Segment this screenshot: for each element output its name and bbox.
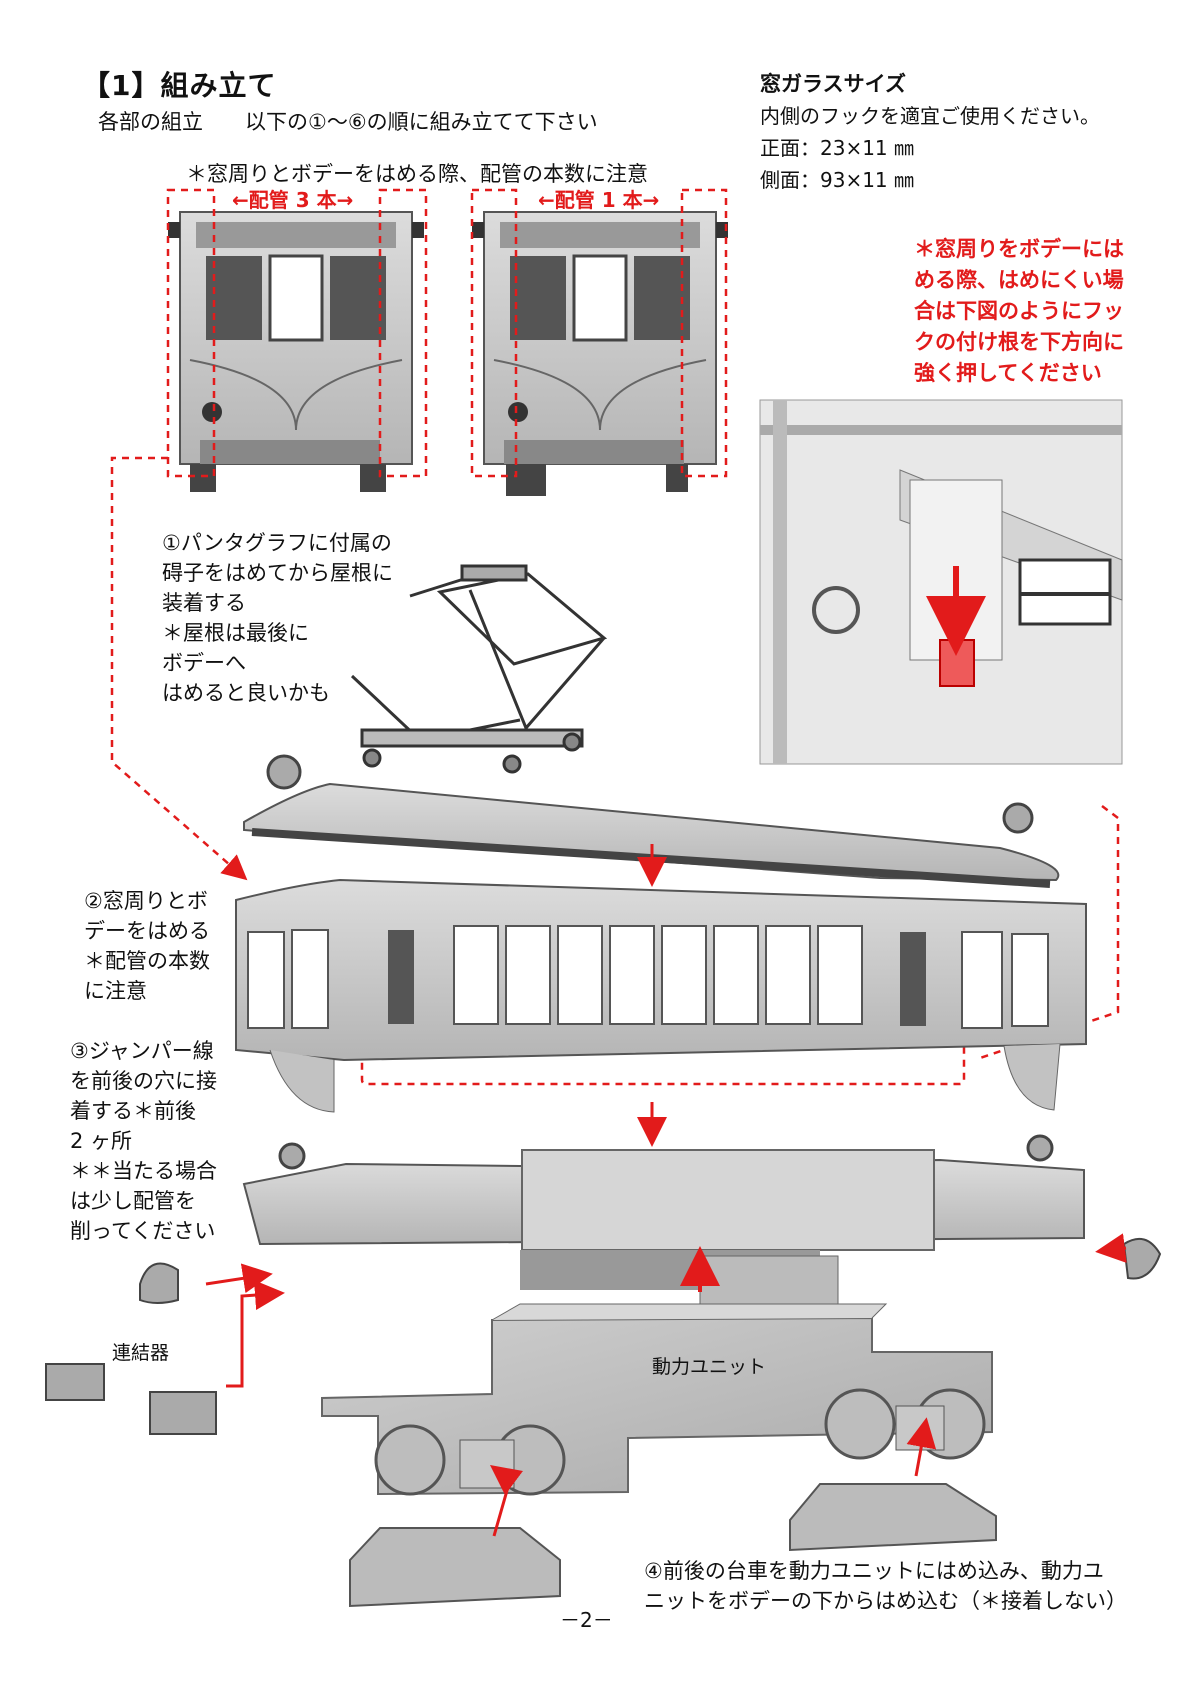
pipe-label-left: ←配管 3 本→ [232,188,354,212]
step-2-text: ②窓周りとボ デーをはめる ＊配管の本数 に注意 [84,886,210,1006]
page-number: －2－ [560,1608,613,1632]
bogie-arrows [490,1417,937,1537]
step-2-line: に注意 [84,979,147,1003]
step-3-line: は少し配管を [70,1189,196,1213]
hook-note-line: クの付け根を下方向に [914,330,1124,354]
step-1-text: ①パンタグラフに付属の 碍子をはめてから屋根に 装着する ＊屋根は最後に ボデー… [162,528,393,708]
step-3-text: ③ジャンパー線 を前後の穴に接 着する＊前後 2 ヶ所 ＊＊当たる場合 は少し配… [70,1036,217,1246]
front-end-view-left [168,211,424,492]
hook-note-line: ＊窓周りをボデーには [914,237,1124,261]
front-end-view-right [472,211,728,496]
page-title: 【1】組み立て [82,69,277,102]
step-1-line: 碍子をはめてから屋根に [162,561,393,585]
hook-note-line: める際、はめにくい場 [914,268,1124,292]
page-subtitle: 各部の組立 以下の①～⑥の順に組み立てて下さい [98,110,598,134]
step-4-text: ④前後の台車を動力ユニットにはめ込み、動力ユ ニットをボデーの下からはめ込む（＊… [644,1556,1127,1616]
hook-note: ＊窓周りをボデーには める際、はめにくい場 合は下図のようにフッ クの付け根を下… [914,234,1144,389]
glass-side: 側面：93×11 ㎜ [760,168,915,192]
step-3-line: 2 ヶ所 [70,1129,133,1153]
step-3-line: 削ってください [70,1219,216,1243]
coupler-label: 連結器 [112,1342,170,1364]
step-1-line: ①パンタグラフに付属の [162,531,392,555]
step-1-line: 装着する [162,591,246,615]
pantograph [350,564,608,774]
hook-note-line: 合は下図のようにフッ [914,299,1124,323]
step-1-line: はめると良いかも [162,681,330,705]
step-3-line: 着する＊前後 [70,1099,196,1123]
coupler-parts [45,1237,1162,1435]
car-body [235,878,1087,1113]
hook-note-line: 強く押してください [914,361,1102,385]
step-1-line: ボデーへ [162,651,246,675]
step-2-line: ②窓周りとボ [84,889,208,913]
step-2-line: デーをはめる [84,919,210,943]
step-3-line: ③ジャンパー線 [70,1039,214,1063]
glass-front: 正面：23×11 ㎜ [760,136,915,160]
coupler-arrows [205,1233,1127,1388]
step-4-line: ④前後の台車を動力ユニットにはめ込み、動力ユ [644,1559,1104,1583]
pipe-label-right: ←配管 1 本→ [538,188,660,212]
step-2-line: ＊配管の本数 [84,949,210,973]
step-3-line: を前後の穴に接 [70,1069,217,1093]
hook-detail-image [759,399,1123,765]
step-4-line: ニットをボデーの下からはめ込む（＊接着しない） [644,1589,1127,1613]
underframe [242,1134,1085,1313]
step-1-line: ＊屋根は最後に [162,621,309,645]
glass-size-title: 窓ガラスサイズ [760,72,906,96]
power-unit-label: 動力ユニット [652,1356,767,1378]
pipe-count-note: ＊窓周りとボデーをはめる際、配管の本数に注意 [186,162,648,186]
step-3-line: ＊＊当たる場合 [70,1159,217,1183]
glass-desc: 内側のフックを適宜ご使用ください。 [760,104,1100,128]
